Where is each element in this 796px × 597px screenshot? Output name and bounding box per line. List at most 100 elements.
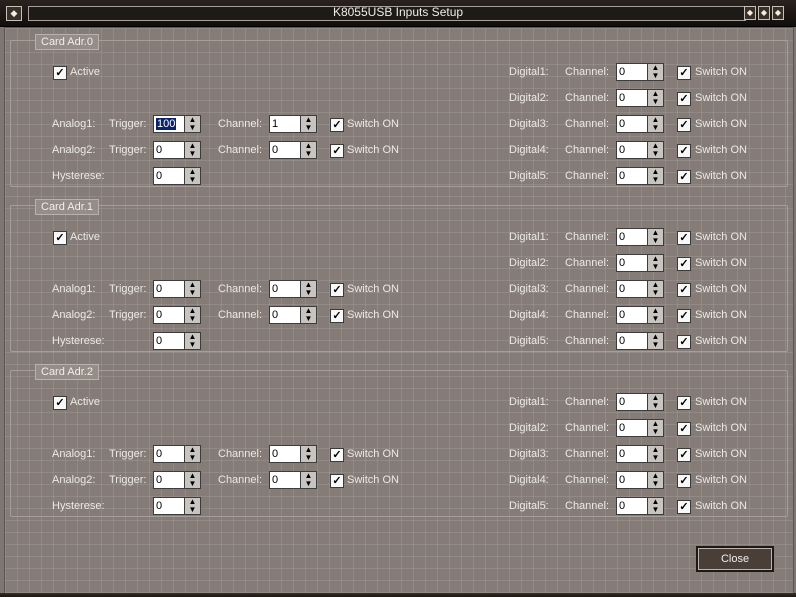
digital4-switch-on-checkbox[interactable]: ✓ xyxy=(677,474,691,488)
spinner-value[interactable]: 0 xyxy=(153,280,186,298)
digital4-channel-spinner[interactable]: 0 ▲▼ xyxy=(616,306,664,324)
analog1-trigger-spinner[interactable]: 100 ▲▼ xyxy=(153,115,201,133)
spinner-value[interactable]: 0 xyxy=(616,228,649,246)
analog2-switch-on-checkbox[interactable]: ✓ xyxy=(330,309,344,323)
minimize-icon[interactable]: ◆ xyxy=(744,6,756,20)
spin-arrows-icon[interactable]: ▲▼ xyxy=(300,141,317,159)
spin-arrows-icon[interactable]: ▲▼ xyxy=(647,280,664,298)
digital5-channel-spinner[interactable]: 0 ▲▼ xyxy=(616,497,664,515)
hysterese-spinner[interactable]: 0 ▲▼ xyxy=(153,332,201,350)
active-checkbox[interactable]: ✓ xyxy=(53,66,67,80)
hysterese-spinner[interactable]: 0 ▲▼ xyxy=(153,497,201,515)
digital2-channel-spinner[interactable]: 0 ▲▼ xyxy=(616,419,664,437)
digital2-switch-on-checkbox[interactable]: ✓ xyxy=(677,422,691,436)
spinner-value[interactable]: 0 xyxy=(616,393,649,411)
analog1-switch-on-checkbox[interactable]: ✓ xyxy=(330,448,344,462)
analog2-trigger-spinner[interactable]: 0 ▲▼ xyxy=(153,306,201,324)
active-checkbox[interactable]: ✓ xyxy=(53,396,67,410)
digital2-switch-on-checkbox[interactable]: ✓ xyxy=(677,257,691,271)
spin-arrows-icon[interactable]: ▲▼ xyxy=(647,167,664,185)
spin-arrows-icon[interactable]: ▲▼ xyxy=(300,306,317,324)
digital3-channel-spinner[interactable]: 0 ▲▼ xyxy=(616,445,664,463)
spin-arrows-icon[interactable]: ▲▼ xyxy=(647,419,664,437)
spin-arrows-icon[interactable]: ▲▼ xyxy=(647,254,664,272)
digital1-switch-on-checkbox[interactable]: ✓ xyxy=(677,396,691,410)
digital2-switch-on-checkbox[interactable]: ✓ xyxy=(677,92,691,106)
digital1-channel-spinner[interactable]: 0 ▲▼ xyxy=(616,228,664,246)
spin-arrows-icon[interactable]: ▲▼ xyxy=(300,280,317,298)
spinner-value[interactable]: 1 xyxy=(269,115,302,133)
spin-arrows-icon[interactable]: ▲▼ xyxy=(300,115,317,133)
digital1-switch-on-checkbox[interactable]: ✓ xyxy=(677,231,691,245)
spin-arrows-icon[interactable]: ▲▼ xyxy=(647,89,664,107)
analog1-trigger-spinner[interactable]: 0 ▲▼ xyxy=(153,445,201,463)
spin-arrows-icon[interactable]: ▲▼ xyxy=(300,445,317,463)
analog2-trigger-spinner[interactable]: 0 ▲▼ xyxy=(153,471,201,489)
analog2-switch-on-checkbox[interactable]: ✓ xyxy=(330,474,344,488)
spinner-value[interactable]: 0 xyxy=(616,254,649,272)
spinner-value[interactable]: 0 xyxy=(616,115,649,133)
spin-arrows-icon[interactable]: ▲▼ xyxy=(647,306,664,324)
spin-arrows-icon[interactable]: ▲▼ xyxy=(300,471,317,489)
spinner-value[interactable]: 100 xyxy=(153,115,186,133)
spinner-value[interactable]: 0 xyxy=(269,141,302,159)
spinner-value[interactable]: 0 xyxy=(616,419,649,437)
digital4-switch-on-checkbox[interactable]: ✓ xyxy=(677,309,691,323)
analog1-channel-spinner[interactable]: 1 ▲▼ xyxy=(269,115,317,133)
analog1-switch-on-checkbox[interactable]: ✓ xyxy=(330,118,344,132)
digital5-switch-on-checkbox[interactable]: ✓ xyxy=(677,500,691,514)
spinner-value[interactable]: 0 xyxy=(269,471,302,489)
spinner-value[interactable]: 0 xyxy=(616,497,649,515)
spinner-value[interactable]: 0 xyxy=(616,89,649,107)
digital2-channel-spinner[interactable]: 0 ▲▼ xyxy=(616,254,664,272)
digital1-channel-spinner[interactable]: 0 ▲▼ xyxy=(616,393,664,411)
title-bar[interactable]: ◆ K8055USB Inputs Setup ◆ ◆ ◆ xyxy=(0,0,796,27)
maximize-icon[interactable]: ◆ xyxy=(758,6,770,20)
digital3-switch-on-checkbox[interactable]: ✓ xyxy=(677,448,691,462)
digital5-channel-spinner[interactable]: 0 ▲▼ xyxy=(616,167,664,185)
spin-arrows-icon[interactable]: ▲▼ xyxy=(647,115,664,133)
analog2-trigger-spinner[interactable]: 0 ▲▼ xyxy=(153,141,201,159)
spin-arrows-icon[interactable]: ▲▼ xyxy=(647,393,664,411)
digital3-channel-spinner[interactable]: 0 ▲▼ xyxy=(616,280,664,298)
digital4-channel-spinner[interactable]: 0 ▲▼ xyxy=(616,141,664,159)
spin-arrows-icon[interactable]: ▲▼ xyxy=(647,471,664,489)
analog1-channel-spinner[interactable]: 0 ▲▼ xyxy=(269,445,317,463)
spin-arrows-icon[interactable]: ▲▼ xyxy=(184,280,201,298)
digital3-switch-on-checkbox[interactable]: ✓ xyxy=(677,118,691,132)
spin-arrows-icon[interactable]: ▲▼ xyxy=(647,445,664,463)
spin-arrows-icon[interactable]: ▲▼ xyxy=(184,167,201,185)
spinner-value[interactable]: 0 xyxy=(153,445,186,463)
digital1-switch-on-checkbox[interactable]: ✓ xyxy=(677,66,691,80)
spin-arrows-icon[interactable]: ▲▼ xyxy=(647,63,664,81)
spinner-value[interactable]: 0 xyxy=(616,306,649,324)
digital5-switch-on-checkbox[interactable]: ✓ xyxy=(677,170,691,184)
spinner-value[interactable]: 0 xyxy=(616,141,649,159)
spinner-value[interactable]: 0 xyxy=(616,445,649,463)
spinner-value[interactable]: 0 xyxy=(269,445,302,463)
analog2-channel-spinner[interactable]: 0 ▲▼ xyxy=(269,141,317,159)
spinner-value[interactable]: 0 xyxy=(153,141,186,159)
analog2-switch-on-checkbox[interactable]: ✓ xyxy=(330,144,344,158)
spin-arrows-icon[interactable]: ▲▼ xyxy=(184,141,201,159)
digital4-channel-spinner[interactable]: 0 ▲▼ xyxy=(616,471,664,489)
digital1-channel-spinner[interactable]: 0 ▲▼ xyxy=(616,63,664,81)
spinner-value[interactable]: 0 xyxy=(269,306,302,324)
spin-arrows-icon[interactable]: ▲▼ xyxy=(184,306,201,324)
spin-arrows-icon[interactable]: ▲▼ xyxy=(184,497,201,515)
analog1-trigger-spinner[interactable]: 0 ▲▼ xyxy=(153,280,201,298)
spin-arrows-icon[interactable]: ▲▼ xyxy=(647,228,664,246)
spin-arrows-icon[interactable]: ▲▼ xyxy=(647,497,664,515)
spinner-value[interactable]: 0 xyxy=(616,167,649,185)
spinner-value[interactable]: 0 xyxy=(616,471,649,489)
close-button[interactable]: Close xyxy=(696,546,774,572)
active-checkbox[interactable]: ✓ xyxy=(53,231,67,245)
digital2-channel-spinner[interactable]: 0 ▲▼ xyxy=(616,89,664,107)
digital5-switch-on-checkbox[interactable]: ✓ xyxy=(677,335,691,349)
analog2-channel-spinner[interactable]: 0 ▲▼ xyxy=(269,306,317,324)
analog1-channel-spinner[interactable]: 0 ▲▼ xyxy=(269,280,317,298)
digital3-channel-spinner[interactable]: 0 ▲▼ xyxy=(616,115,664,133)
digital4-switch-on-checkbox[interactable]: ✓ xyxy=(677,144,691,158)
spin-arrows-icon[interactable]: ▲▼ xyxy=(184,471,201,489)
spinner-value[interactable]: 0 xyxy=(616,332,649,350)
